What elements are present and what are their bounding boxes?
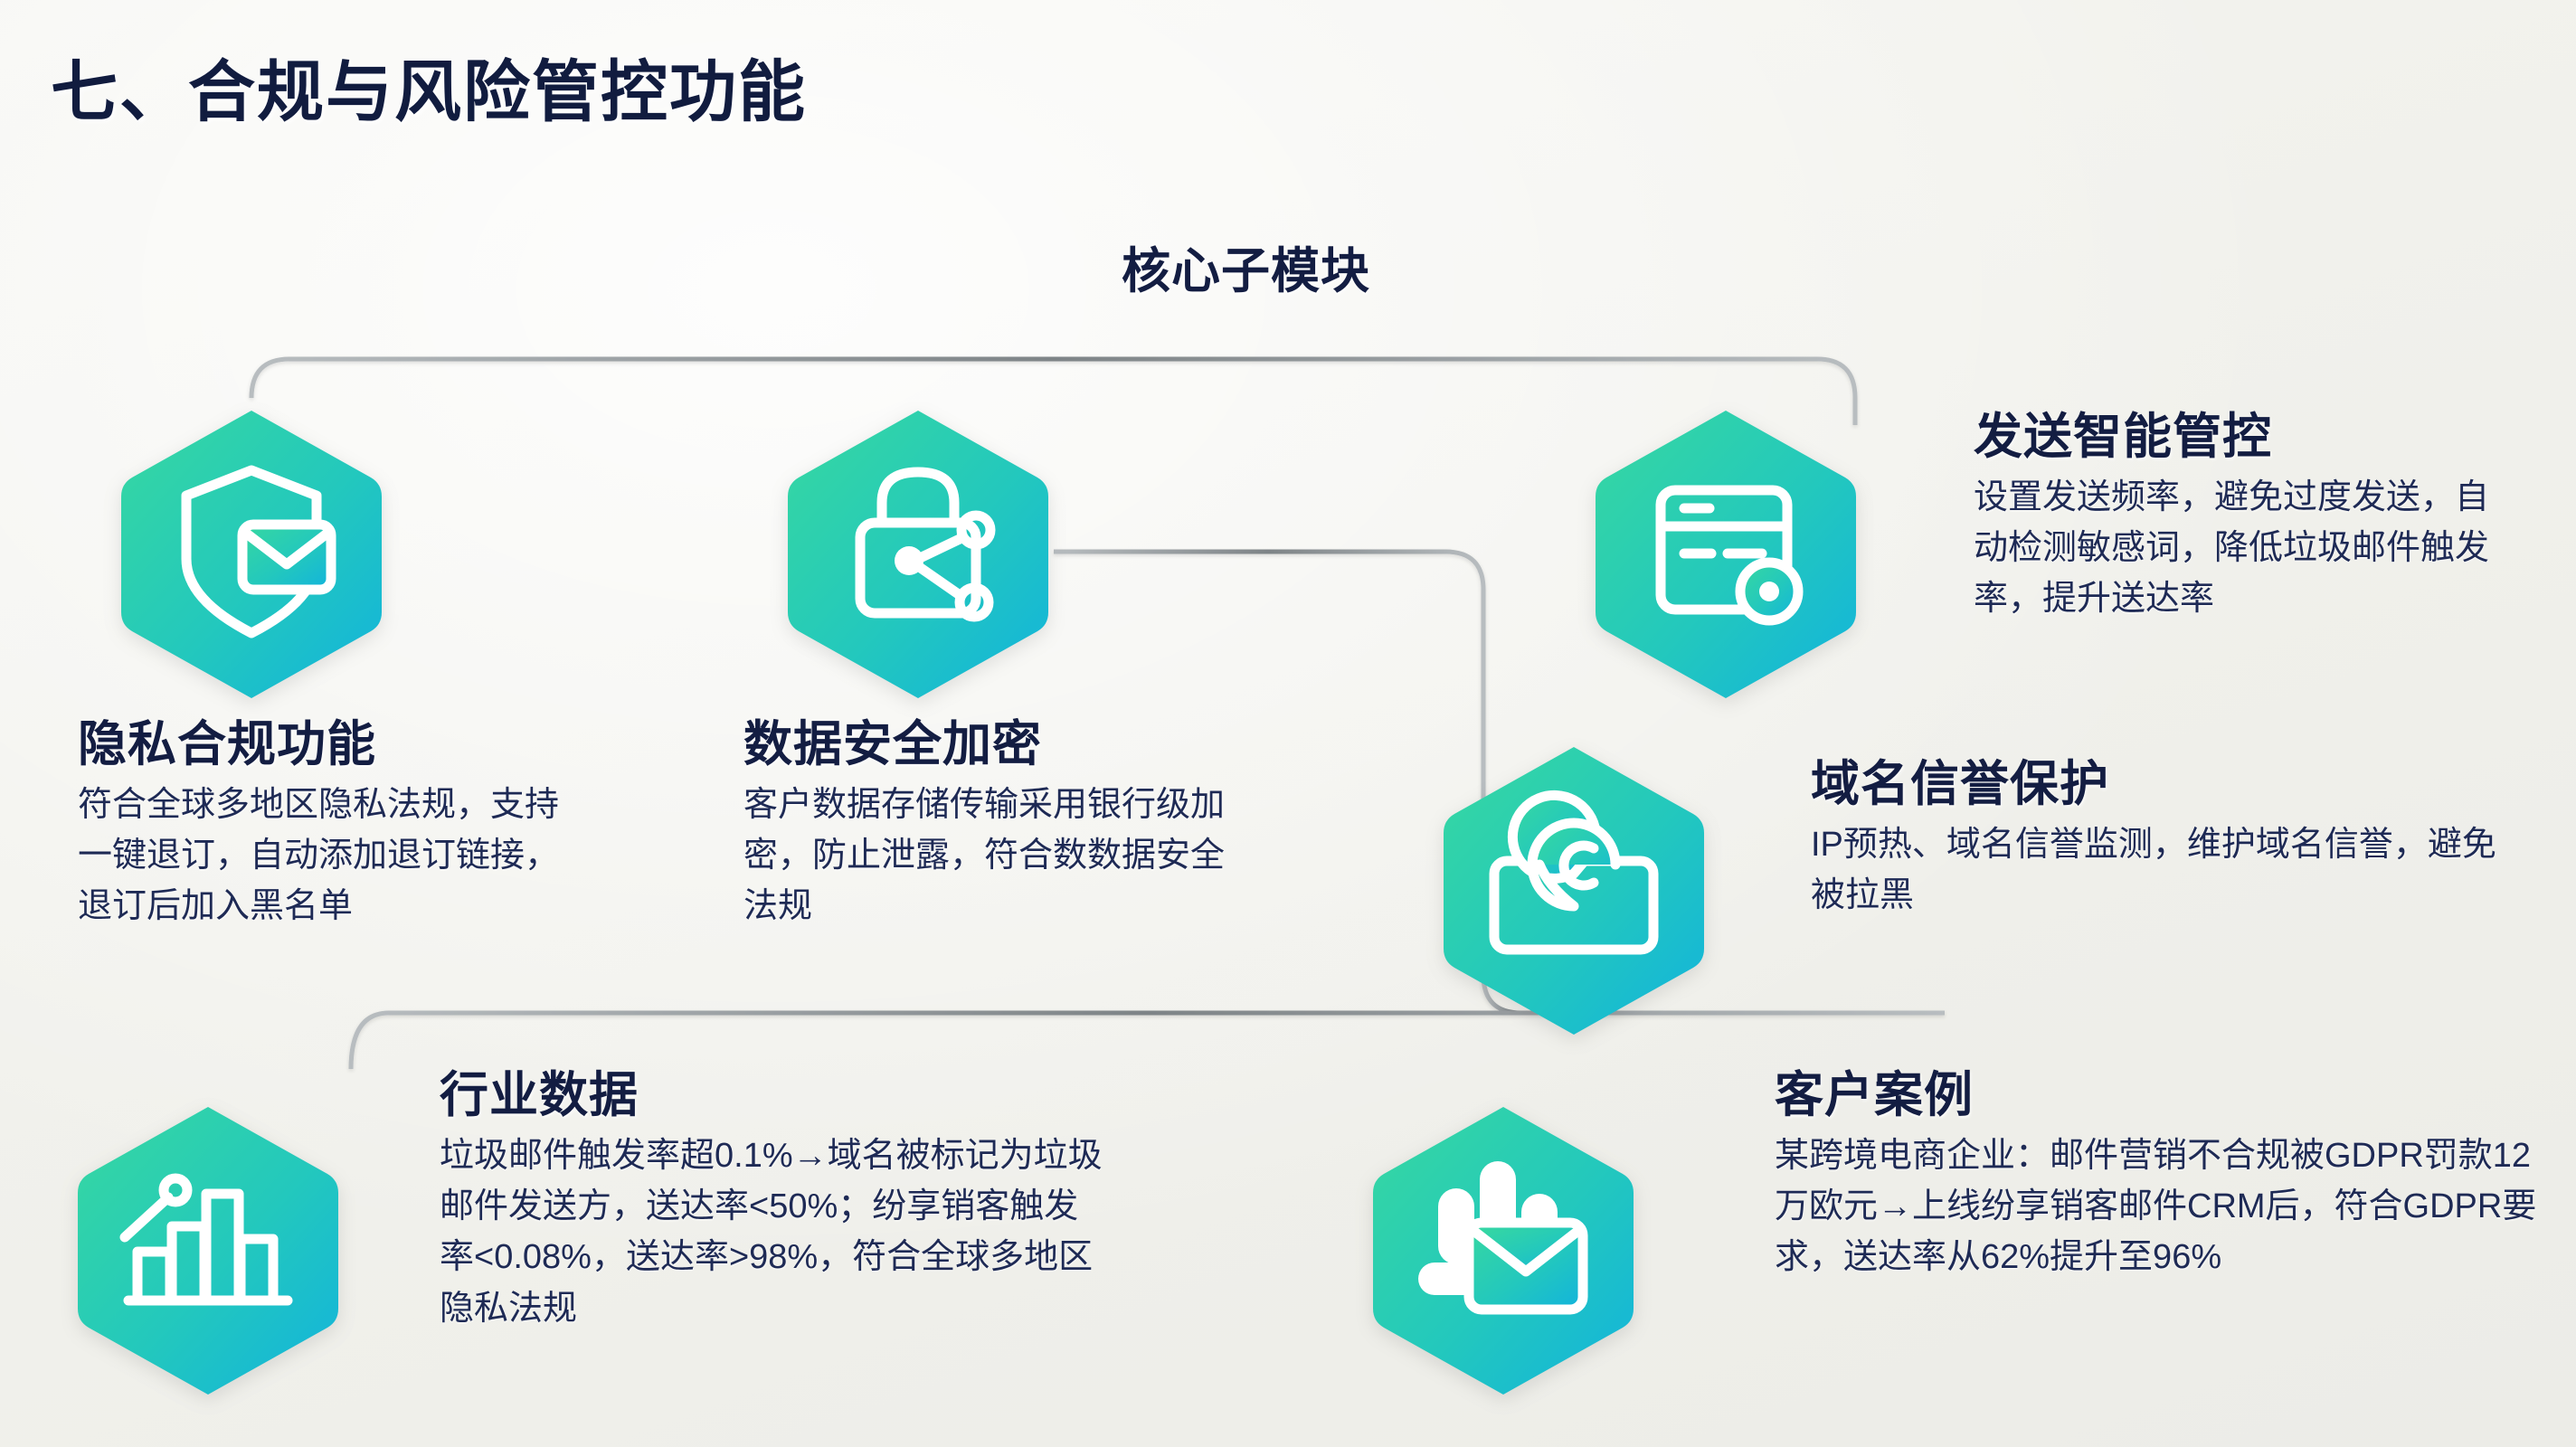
card-title-domain: 域名信誉保护: [1811, 757, 2109, 811]
card-desc-domain: IP预热、域名信誉监测，维护域名信誉，避免被拉黑: [1811, 826, 2496, 915]
node-icon-privacy[interactable]: [116, 405, 387, 704]
card-desc-industry: 垃圾邮件触发率超0.1%→域名被标记为垃圾邮件发送方，送达率<50%；纷享销客触…: [440, 1137, 1103, 1328]
people-mail-envelope: [1463, 1217, 1588, 1315]
location-pin-mail-icon: [1489, 790, 1659, 955]
card-title-send-control: 发送智能管控: [1974, 410, 2272, 464]
card-desc-privacy: 符合全球多地区隐私法规，支持一键退订，自动添加退订链接，退订后加入黑名单: [78, 786, 560, 926]
send-control-panel-icon: [1655, 485, 1804, 626]
node-icon-customer-case[interactable]: [1368, 1102, 1639, 1400]
page-title: 七、合规与风险管控功能: [51, 54, 807, 129]
node-icon-industry-data[interactable]: [72, 1102, 344, 1400]
node-icon-encryption[interactable]: [782, 405, 1054, 704]
node-icon-domain-reputation[interactable]: [1438, 742, 1709, 1040]
shield-mail-icon: [181, 465, 336, 638]
card-desc-send-control: 设置发送频率，避免过度发送，自动检测敏感词，降低垃圾邮件触发率，提升送达率: [1974, 478, 2490, 619]
node-icon-send-control[interactable]: [1590, 405, 1861, 704]
card-desc-encryption: 客户数据存储传输采用银行级加密，防止泄露，符合数数据安全法规: [743, 786, 1226, 926]
card-title-industry: 行业数据: [440, 1068, 639, 1122]
card-title-privacy: 隐私合规功能: [78, 717, 376, 771]
lock-network-icon: [855, 467, 996, 622]
core-modules-heading: 核心子模块: [1122, 244, 1370, 298]
bar-chart-trend-icon: [119, 1173, 293, 1306]
card-desc-customer-case: 某跨境电商企业：邮件营销不合规被GDPR罚款12万欧元→上线纷享销客邮件CRM后…: [1775, 1137, 2537, 1277]
card-title-encryption: 数据安全加密: [743, 717, 1042, 771]
card-title-customer-case: 客户案例: [1775, 1068, 1974, 1122]
